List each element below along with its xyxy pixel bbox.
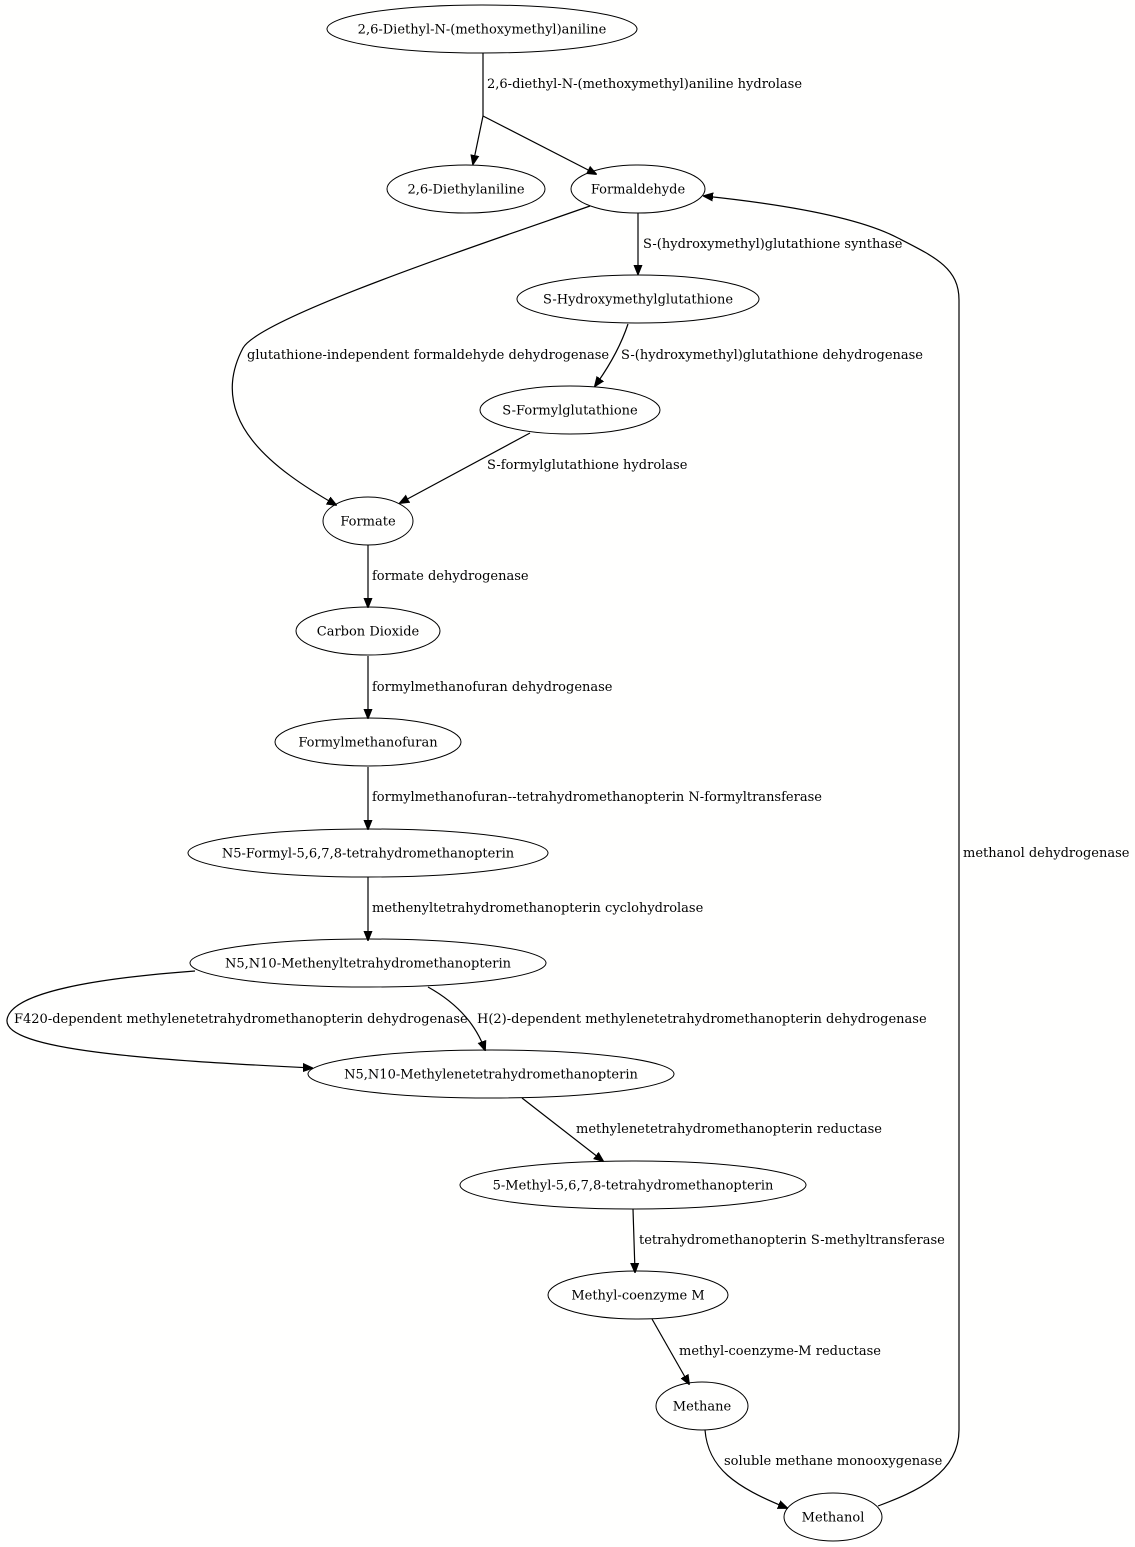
node-label: N5-Formyl-5,6,7,8-tetrahydromethanopteri… (222, 847, 515, 862)
node-label: Formate (340, 515, 396, 530)
node-label: Methanol (802, 1511, 865, 1526)
node-diethyl-methoxymethyl-aniline[interactable]: 2,6-Diethyl-N-(methoxymethyl)aniline (326, 4, 638, 54)
node-formylmethanofuran[interactable]: Formylmethanofuran (274, 717, 462, 767)
node-n5n10-methylene-thmpt[interactable]: N5,N10-Methylenetetrahydromethanopterin (307, 1049, 675, 1099)
node-diethylaniline[interactable]: 2,6-Diethylaniline (386, 164, 546, 214)
node-n5-formyl-thmpt[interactable]: N5-Formyl-5,6,7,8-tetrahydromethanopteri… (187, 828, 549, 878)
node-label: Methyl-coenzyme M (571, 1289, 704, 1304)
edge-label-cyclohydrolase: methenyltetrahydromethanopterin cyclohyd… (372, 901, 704, 916)
edge-label-methyl-com-reductase: methyl-coenzyme-M reductase (679, 1344, 881, 1359)
edge-hmg-dehydrogenase (595, 323, 629, 386)
edge-label-h2-dehydrogenase: H(2)-dependent methylenetetrahydromethan… (477, 1012, 927, 1027)
node-methyl-coenzyme-m[interactable]: Methyl-coenzyme M (547, 1270, 729, 1320)
node-formaldehyde[interactable]: Formaldehyde (570, 164, 706, 214)
edge-methyltransferase (633, 1208, 635, 1272)
edge-label-aniline-hydrolase: 2,6-diethyl-N-(methoxymethyl)aniline hyd… (487, 77, 802, 92)
node-label: N5,N10-Methenyltetrahydromethanopterin (225, 957, 512, 972)
edge-methanol-dehydrogenase (704, 196, 960, 1507)
edge-h2-dehydrogenase (427, 986, 485, 1050)
edge-methane-monooxygenase (704, 1429, 787, 1508)
node-label: 2,6-Diethyl-N-(methoxymethyl)aniline (358, 23, 607, 38)
node-n5n10-methenyl-thmpt[interactable]: N5,N10-Methenyltetrahydromethanopterin (189, 938, 547, 988)
edge-label-formylmethanofuran-dehydrogenase: formylmethanofuran dehydrogenase (372, 680, 613, 695)
node-methane[interactable]: Methane (655, 1381, 749, 1431)
edge-label-formate-dehydrogenase: formate dehydrogenase (372, 569, 529, 584)
node-label: Formaldehyde (591, 183, 686, 198)
node-label: Methane (673, 1400, 732, 1415)
edge-label-formylglutathione-hydrolase: S-formylglutathione hydrolase (487, 458, 688, 473)
node-label: Carbon Dioxide (317, 625, 420, 640)
edge-f420-dehydrogenase (6, 970, 312, 1068)
edge-label-methanol-dehydrogenase: methanol dehydrogenase (963, 846, 1130, 861)
edge-aniline-hydrolase (473, 53, 596, 174)
edge-methyl-com-reductase (651, 1318, 689, 1384)
node-formate[interactable]: Formate (322, 496, 414, 546)
edge-formylglutathione-hydrolase (400, 432, 531, 503)
node-s-hydroxymethylglutathione[interactable]: S-Hydroxymethylglutathione (516, 274, 760, 324)
edge-label-f420-dehydrogenase: F420-dependent methylenetetrahydromethan… (14, 1012, 468, 1027)
edge-label-methyltransferase: tetrahydromethanopterin S-methyltransfer… (639, 1233, 945, 1248)
node-label: 5-Methyl-5,6,7,8-tetrahydromethanopterin (493, 1179, 774, 1194)
node-carbon-dioxide[interactable]: Carbon Dioxide (295, 606, 441, 656)
edge-label-methane-monooxygenase: soluble methane monooxygenase (724, 1454, 943, 1469)
node-label: Formylmethanofuran (298, 736, 438, 751)
node-label: S-Formylglutathione (502, 404, 638, 419)
node-s-formylglutathione[interactable]: S-Formylglutathione (479, 385, 661, 435)
edge-label-hmg-dehydrogenase: S-(hydroxymethyl)glutathione dehydrogena… (621, 348, 923, 363)
edge-gsh-independent-fdh (231, 205, 591, 505)
edge-label-gsh-independent-fdh: glutathione-independent formaldehyde deh… (247, 348, 609, 363)
node-methanol[interactable]: Methanol (783, 1492, 883, 1542)
node-methyl-thmpt[interactable]: 5-Methyl-5,6,7,8-tetrahydromethanopterin (459, 1160, 807, 1210)
edge-label-hmg-synthase: S-(hydroxymethyl)glutathione synthase (643, 237, 903, 252)
node-label: 2,6-Diethylaniline (407, 183, 524, 198)
edge-label-methylene-reductase: methylenetetrahydromethanopterin reducta… (576, 1122, 882, 1137)
edge-methylene-reductase (521, 1097, 603, 1161)
node-label: N5,N10-Methylenetetrahydromethanopterin (344, 1068, 638, 1083)
edge-label-formyltransferase: formylmethanofuran--tetrahydromethanopte… (372, 790, 822, 805)
node-label: S-Hydroxymethylglutathione (543, 293, 733, 308)
